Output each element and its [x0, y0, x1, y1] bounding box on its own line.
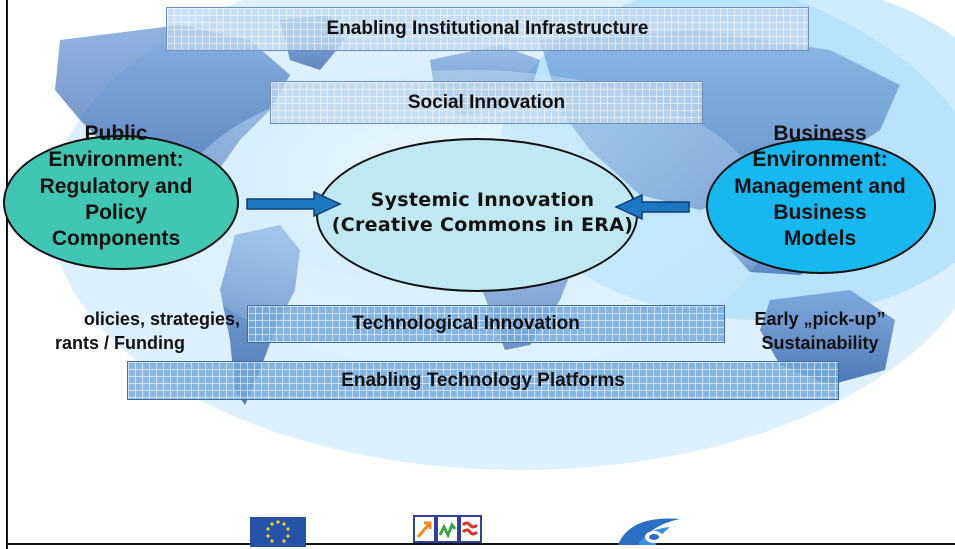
business-line-3: Management and: [734, 174, 906, 198]
band-institutional-label: Enabling Institutional Infrastructure: [326, 18, 649, 39]
right-notes: Early „pick-up” Sustainability: [720, 308, 920, 356]
slide-border-bottom: [6, 543, 955, 545]
band-technological-label: Technological Innovation: [352, 313, 580, 334]
public-line-5: Components: [51, 227, 181, 250]
systemic-line-1: Systemic Innovation: [370, 189, 595, 211]
right-note-1: Early „pick-up”: [754, 309, 886, 329]
business-environment-ellipse: [706, 138, 936, 274]
public-line-2: Environment:: [48, 148, 184, 172]
band-institutional-infrastructure: Enabling Institutional Infrastructure: [166, 7, 809, 51]
left-notes: olicies, strategies, rants / Funding: [0, 308, 240, 356]
band-technological-innovation: Technological Innovation: [247, 305, 725, 343]
business-line-4: Business: [773, 200, 867, 224]
business-line-2: Environment:: [752, 148, 888, 172]
band-enabling-technology-platforms: Enabling Technology Platforms: [127, 361, 839, 400]
arrow-left-icon: [614, 194, 690, 220]
band-platforms-label: Enabling Technology Platforms: [341, 369, 625, 391]
left-note-2: rants / Funding: [55, 332, 185, 353]
eu-flag-icon: [250, 517, 306, 547]
band-social-innovation: Social Innovation: [270, 81, 703, 124]
right-note-2: Sustainability: [761, 332, 879, 353]
band-social-label: Social Innovation: [407, 91, 566, 113]
public-line-1: Public: [84, 122, 148, 145]
fp6-logo-icon: [618, 518, 680, 545]
ist-logo-icon: [413, 515, 482, 543]
left-note-1: olicies, strategies,: [83, 309, 240, 329]
public-line-3: Regulatory and: [39, 174, 193, 198]
systemic-line-2: (Creative Commons in ERA): [331, 213, 634, 236]
systemic-innovation-text: Systemic Innovation (Creative Commons in…: [300, 188, 665, 237]
slide-border-left: [6, 0, 8, 549]
business-line-5: Models: [783, 227, 857, 250]
public-line-4: Policy: [85, 200, 147, 224]
arrow-right-icon: [246, 191, 342, 217]
business-environment-text: Business Environment: Management and Bus…: [700, 121, 940, 252]
public-environment-ellipse: [3, 135, 239, 270]
business-line-1: Business: [773, 122, 867, 145]
public-environment-text: Public Environment: Regulatory and Polic…: [0, 121, 234, 252]
